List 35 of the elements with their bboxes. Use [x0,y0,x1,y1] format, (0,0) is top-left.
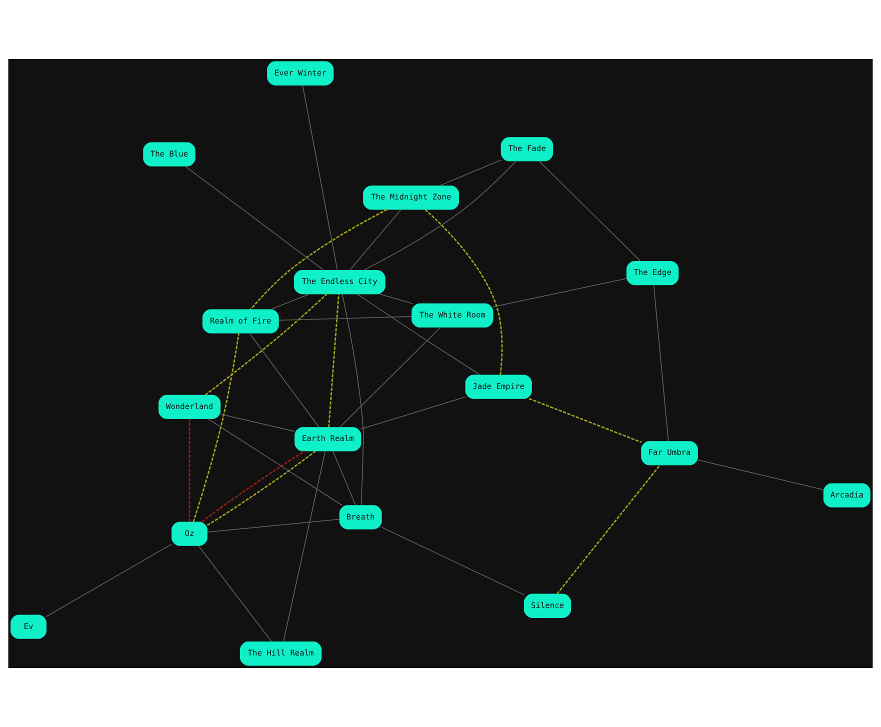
connector [342,294,364,506]
connector [204,293,328,396]
connector [220,414,296,432]
connector [556,464,661,594]
connector [339,326,441,428]
connector [653,284,669,442]
connector [697,459,824,490]
connector [206,518,340,533]
connector [198,545,272,642]
connector [360,396,466,430]
connector [332,450,356,506]
connector [249,332,320,428]
connector [250,208,388,310]
connector [206,450,316,526]
connector [46,544,172,617]
connector [363,160,516,271]
connector [528,398,642,443]
connector [424,209,503,376]
connector [492,278,628,308]
connector [439,160,502,186]
connector [207,418,343,506]
connector [270,294,310,310]
connector [379,294,413,304]
connector [349,209,402,271]
connector [328,294,340,428]
connector [538,160,641,262]
connector [184,166,324,271]
connector [278,316,412,321]
connector [283,450,326,642]
connector [302,84,338,271]
connector [381,526,525,596]
connector [202,450,306,522]
connector [192,333,240,522]
connector [356,294,481,376]
connector [188,418,190,522]
